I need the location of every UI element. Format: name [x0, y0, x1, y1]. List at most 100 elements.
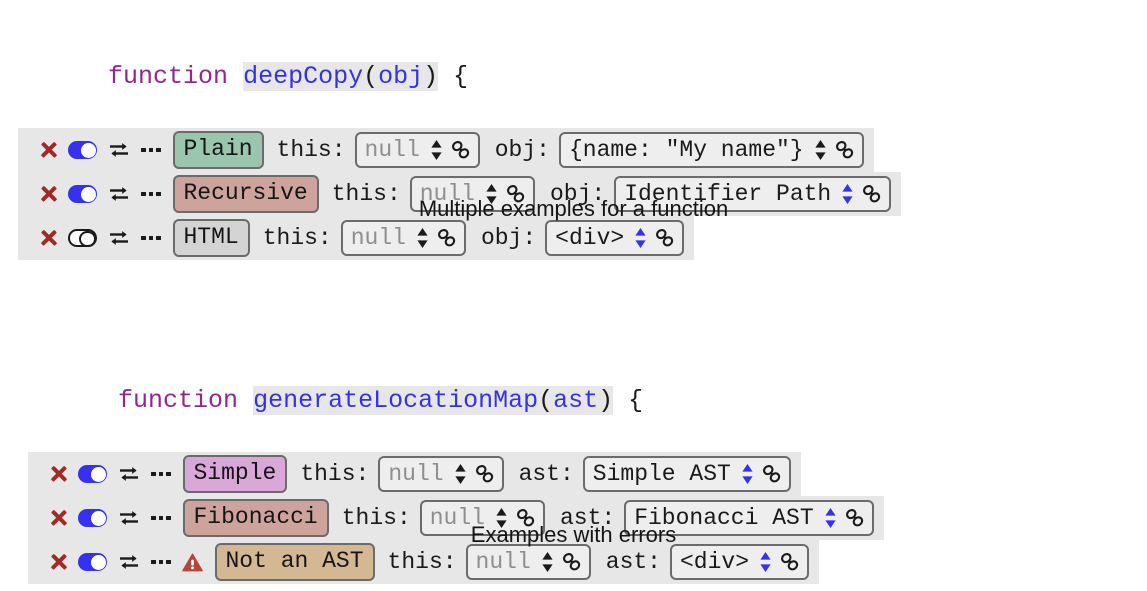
chain-link-icon[interactable]: [761, 464, 782, 484]
sort-updown-icon[interactable]: [454, 463, 467, 485]
caption-examples-with-errors: Examples with errors: [470, 522, 677, 547]
chain-link-icon[interactable]: [561, 552, 582, 572]
argument-value-field[interactable]: <div>: [545, 220, 685, 256]
argument-value: Simple AST: [592, 461, 731, 487]
toggle-on-icon[interactable]: [78, 465, 107, 483]
example-name-chip[interactable]: Simple: [182, 455, 288, 493]
chain-link-icon[interactable]: [450, 140, 471, 160]
swap-arrows-icon[interactable]: [108, 141, 130, 159]
chain-link-icon[interactable]: [844, 508, 865, 528]
argument-value: Identifier Path: [624, 181, 832, 207]
argument-value-field[interactable]: Simple AST: [582, 456, 791, 492]
argument-value: <div>: [679, 549, 749, 575]
swap-arrows-icon[interactable]: [118, 553, 140, 571]
function-signature: function generateLocationMap(ast) {: [28, 350, 884, 452]
more-options-icon[interactable]: [151, 509, 171, 527]
sort-updown-icon[interactable]: [741, 463, 754, 485]
function-name: deepCopy: [243, 62, 364, 91]
sort-updown-icon[interactable]: [485, 183, 498, 205]
close-x-icon[interactable]: [40, 142, 57, 159]
argument-value-field[interactable]: null: [378, 456, 504, 492]
chain-link-icon[interactable]: [779, 552, 800, 572]
sort-updown-icon[interactable]: [541, 551, 554, 573]
close-x-icon[interactable]: [40, 230, 57, 247]
toggle-on-icon[interactable]: [68, 185, 97, 203]
more-options-icon[interactable]: [141, 229, 161, 247]
swap-arrows-icon[interactable]: [118, 465, 140, 483]
argument-label: this:: [300, 461, 370, 487]
example-name-chip[interactable]: Fibonacci: [182, 499, 329, 537]
close-x-icon[interactable]: [50, 466, 67, 483]
more-options-icon[interactable]: [151, 553, 171, 571]
swap-arrows-icon[interactable]: [118, 509, 140, 527]
toggle-off-icon[interactable]: [68, 229, 97, 247]
error-warning-triangle-icon: [181, 553, 203, 572]
more-options-icon[interactable]: [151, 465, 171, 483]
argument-value-field[interactable]: Identifier Path: [614, 176, 892, 212]
toggle-on-icon[interactable]: [68, 141, 97, 159]
chain-link-icon[interactable]: [436, 228, 457, 248]
open-paren: (: [538, 386, 554, 415]
example-block-generate-location-map: function generateLocationMap(ast) { Simp…: [28, 350, 884, 584]
chain-link-icon[interactable]: [515, 508, 536, 528]
open-brace: {: [613, 386, 644, 415]
sort-updown-icon[interactable]: [416, 227, 429, 249]
toggle-on-icon[interactable]: [78, 509, 107, 527]
argument-value-field[interactable]: Fibonacci AST: [624, 500, 874, 536]
close-paren: ): [423, 62, 439, 91]
argument-value: {name: "My name"}: [568, 137, 804, 163]
keyword-function: function: [118, 386, 239, 415]
argument-value: null: [475, 549, 531, 575]
sort-updown-icon[interactable]: [841, 183, 854, 205]
sort-updown-icon[interactable]: [430, 139, 443, 161]
argument-value-field[interactable]: null: [340, 220, 466, 256]
argument-value-field[interactable]: null: [409, 176, 535, 212]
function-param: ast: [553, 386, 599, 415]
example-name-chip[interactable]: Not an AST: [214, 543, 375, 581]
argument-value: null: [419, 181, 475, 207]
argument-label: this:: [341, 505, 411, 531]
swap-arrows-icon[interactable]: [108, 185, 130, 203]
argument-value-field[interactable]: null: [419, 500, 545, 536]
chain-link-icon[interactable]: [834, 140, 855, 160]
row-controls: [50, 553, 203, 572]
more-options-icon[interactable]: [141, 185, 161, 203]
chain-link-icon[interactable]: [654, 228, 675, 248]
sort-updown-icon[interactable]: [634, 227, 647, 249]
chain-link-icon[interactable]: [861, 184, 882, 204]
open-paren: (: [363, 62, 379, 91]
example-name-chip[interactable]: Recursive: [172, 175, 319, 213]
argument-value-field[interactable]: null: [465, 544, 591, 580]
toggle-on-icon[interactable]: [78, 553, 107, 571]
open-brace: {: [438, 62, 469, 91]
argument-label: this:: [387, 549, 457, 575]
argument-value: Fibonacci AST: [634, 505, 814, 531]
keyword-function: function: [108, 62, 229, 91]
sort-updown-icon[interactable]: [814, 139, 827, 161]
argument-label: ast:: [518, 461, 574, 487]
sort-updown-icon[interactable]: [759, 551, 772, 573]
argument-value-field[interactable]: <div>: [669, 544, 809, 580]
argument-value-field[interactable]: null: [354, 132, 480, 168]
argument-value: null: [364, 137, 420, 163]
swap-arrows-icon[interactable]: [108, 229, 130, 247]
argument-value-field[interactable]: {name: "My name"}: [558, 132, 864, 168]
chain-link-icon[interactable]: [505, 184, 526, 204]
sort-updown-icon[interactable]: [824, 507, 837, 529]
close-x-icon[interactable]: [50, 554, 67, 571]
row-controls: [40, 141, 161, 159]
argument-label: this:: [331, 181, 401, 207]
example-name-chip[interactable]: Plain: [172, 131, 264, 169]
argument-value: null: [388, 461, 444, 487]
argument-label: this:: [276, 137, 346, 163]
sort-updown-icon[interactable]: [495, 507, 508, 529]
more-options-icon[interactable]: [141, 141, 161, 159]
chain-link-icon[interactable]: [474, 464, 495, 484]
example-name-chip[interactable]: HTML: [172, 219, 250, 257]
